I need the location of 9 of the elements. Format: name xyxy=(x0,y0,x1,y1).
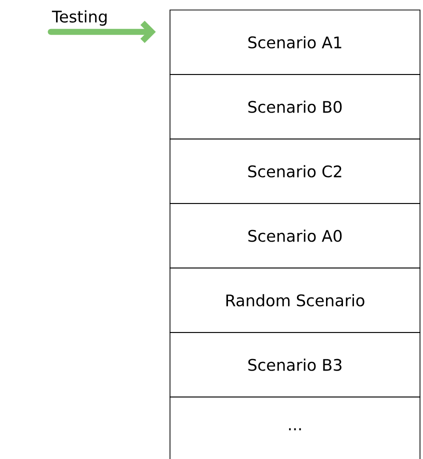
scenario-box: Scenario B3 xyxy=(170,332,420,398)
scenario-box: Scenario C2 xyxy=(170,138,420,204)
scenario-box: ... xyxy=(170,396,420,459)
scenario-box: Scenario A0 xyxy=(170,203,420,268)
scenario-box: Scenario B0 xyxy=(170,74,420,140)
arrow xyxy=(48,20,156,44)
scenario-box: Scenario A1 xyxy=(170,10,420,75)
label-text: Testing xyxy=(52,10,107,26)
scenario-box: Random Scenario xyxy=(170,268,420,333)
